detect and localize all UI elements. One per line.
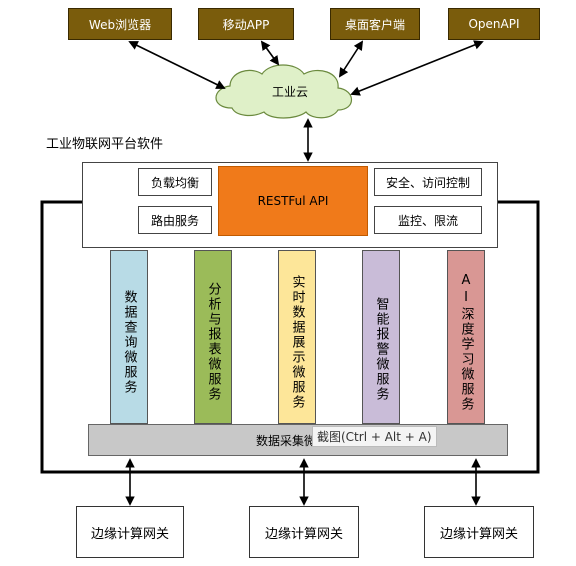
microservice-analysis-report: 分析与报表微服务 <box>194 250 232 424</box>
security-box: 安全、访问控制 <box>374 168 482 196</box>
microservice-realtime-display-label: 实时数据展示微服务 <box>289 274 305 410</box>
client-web-browser: Web浏览器 <box>68 8 172 40</box>
platform-title: 工业物联网平台软件 <box>46 137 164 152</box>
arrow-openapi-to-cloud <box>350 40 484 96</box>
microservice-smart-alarm-label: 智能报警微服务 <box>373 296 389 402</box>
microservice-data-query-label: 数据查询微服务 <box>121 289 137 395</box>
routing-box: 路由服务 <box>138 206 212 234</box>
microservice-smart-alarm: 智能报警微服务 <box>362 250 400 424</box>
microservice-data-query: 数据查询微服务 <box>110 250 148 424</box>
arrow-web-to-cloud <box>128 41 226 89</box>
cloud-shape <box>215 64 353 119</box>
screenshot-tooltip: 截图(Ctrl + Alt + A) <box>312 426 437 447</box>
edge-gateway-3: 边缘计算网关 <box>424 506 534 558</box>
arrow-mobile-to-cloud <box>260 40 280 66</box>
data-collection-bar: 数据采集微服务 <box>88 424 508 456</box>
client-mobile-app: 移动APP <box>198 8 294 40</box>
restful-api-box: RESTFul API <box>218 166 368 236</box>
platform-frame <box>40 200 540 474</box>
client-desktop: 桌面客户端 <box>330 8 420 40</box>
microservice-ai-deep-learning: AI深度学习微服务 <box>447 250 485 424</box>
arrow-desktop-to-cloud <box>338 40 364 78</box>
client-openapi: OpenAPI <box>448 8 540 40</box>
microservice-ai-deep-learning-label: AI深度学习微服务 <box>458 272 474 412</box>
monitoring-box: 监控、限流 <box>374 206 482 234</box>
cloud-label: 工业云 <box>271 84 308 99</box>
edge-gateway-1: 边缘计算网关 <box>76 506 184 558</box>
edge-gateway-2: 边缘计算网关 <box>249 506 359 558</box>
load-balance-box: 负载均衡 <box>138 168 212 196</box>
microservice-analysis-report-label: 分析与报表微服务 <box>205 282 221 402</box>
microservice-realtime-display: 实时数据展示微服务 <box>278 250 316 424</box>
